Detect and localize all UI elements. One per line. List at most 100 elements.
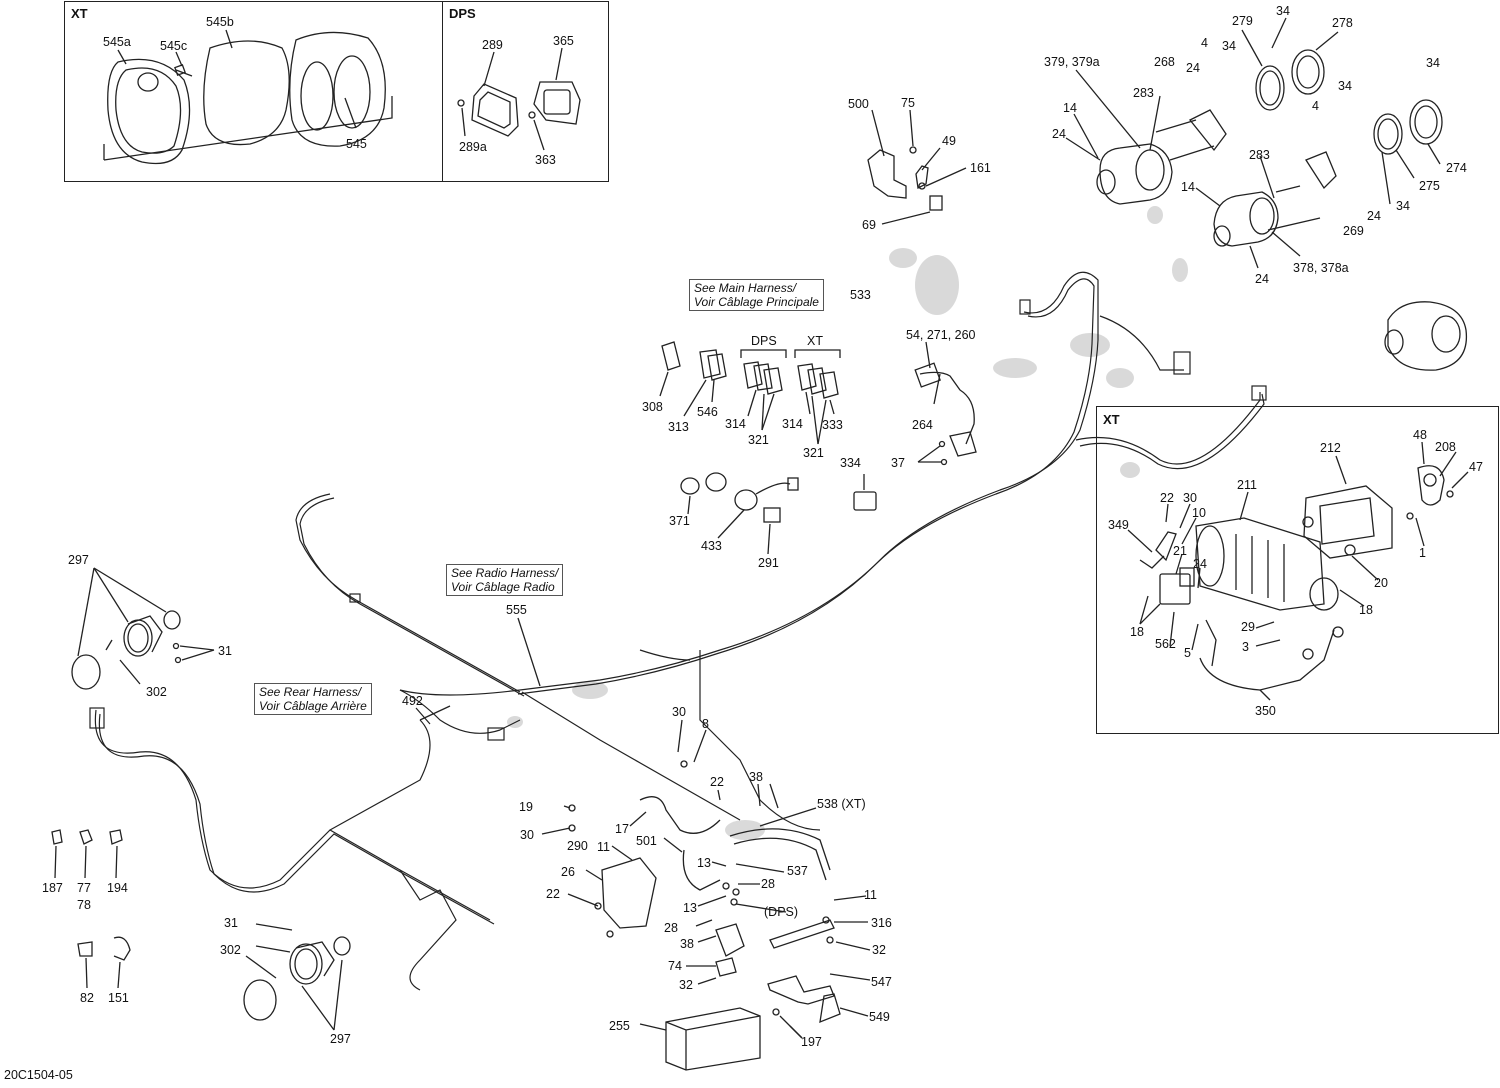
callout: 34 — [1276, 4, 1290, 18]
callout: 30 — [672, 705, 686, 719]
callout: 21 — [1173, 544, 1187, 558]
callout: 269 — [1343, 224, 1364, 238]
inset-divider — [442, 1, 443, 182]
callout: 28 — [664, 921, 678, 935]
callout: 32 — [872, 943, 886, 957]
callout: 549 — [869, 1010, 890, 1024]
callout: 268 — [1154, 55, 1175, 69]
callout: 18 — [1359, 603, 1373, 617]
callout: 26 — [561, 865, 575, 879]
callout: 255 — [609, 1019, 630, 1033]
callout: 11 — [597, 840, 610, 854]
callout: 31 — [218, 644, 232, 658]
callout: 545a — [103, 35, 131, 49]
callout: 34 — [1222, 39, 1236, 53]
callout: 302 — [220, 943, 241, 957]
callout: 54, 271, 260 — [906, 328, 976, 342]
rear-lights — [51, 567, 351, 1031]
callout: 350 — [1255, 704, 1276, 718]
callout: 279 — [1232, 14, 1253, 28]
callout: 291 — [758, 556, 779, 570]
callout: 546 — [697, 405, 718, 419]
callout: 211 — [1237, 478, 1257, 492]
callout: 545 — [346, 137, 367, 151]
inset-cluster-box — [64, 1, 609, 182]
callout: 78 — [77, 898, 91, 912]
callout: 314 — [725, 417, 746, 431]
cluster-parts — [103, 29, 581, 165]
callout: 24 — [1052, 127, 1066, 141]
callout: 47 — [1469, 460, 1483, 474]
callout: 32 — [679, 978, 693, 992]
callout: 538 (XT) — [817, 797, 866, 811]
callout: 34 — [1338, 79, 1352, 93]
figure-code: 20C1504-05 — [4, 1068, 73, 1082]
callout: 274 — [1446, 161, 1467, 175]
callout: 29 — [1241, 620, 1255, 634]
winch-xt — [1127, 441, 1469, 701]
callout: 13 — [683, 901, 697, 915]
callout: 371 — [669, 514, 690, 528]
callout: 194 — [107, 881, 128, 895]
panel-title-xt: XT — [71, 6, 88, 21]
callout: 275 — [1419, 179, 1440, 193]
rear-harness — [89, 689, 521, 991]
callout: 19 — [519, 800, 533, 814]
callout: 22 — [710, 775, 724, 789]
callout: 1 — [1419, 546, 1426, 560]
panel-title-dps: DPS — [449, 6, 476, 21]
callout: 308 — [642, 400, 663, 414]
callout: 22 — [1160, 491, 1174, 505]
callout: 297 — [330, 1032, 351, 1046]
callout: 82 — [80, 991, 94, 1005]
callout: 34 — [1426, 56, 1440, 70]
callout: 321 — [748, 433, 769, 447]
callout: 379, 379a — [1044, 55, 1100, 69]
main-harness — [295, 271, 1267, 831]
callout: 24 — [1186, 61, 1200, 75]
callout: 48 — [1413, 428, 1427, 442]
note-rear-harness: See Rear Harness/ Voir Câblage Arrière — [254, 683, 372, 715]
callout: 14 — [1181, 180, 1195, 194]
callout: 333 — [822, 418, 843, 432]
callout: 11 — [864, 888, 877, 902]
note-radio-harness: See Radio Harness/ Voir Câblage Radio — [446, 564, 564, 596]
callout: 17 — [615, 822, 629, 836]
callout: 5 — [1184, 646, 1191, 660]
group-label-dps: DPS — [751, 334, 777, 348]
panel-title-winch-xt: XT — [1103, 412, 1120, 427]
callout: 290 — [567, 839, 588, 853]
callout: 313 — [668, 420, 689, 434]
callout: 316 — [871, 916, 892, 930]
bracket-group — [867, 109, 967, 225]
callout: 212 — [1320, 441, 1341, 455]
callout: 49 — [942, 134, 956, 148]
callout: 4 — [1201, 36, 1208, 50]
callout: 74 — [668, 959, 682, 973]
callout: 500 — [848, 97, 869, 111]
callout: 492 — [402, 694, 423, 708]
callout: 283 — [1133, 86, 1154, 100]
callout: 433 — [701, 539, 722, 553]
callout: 363 — [535, 153, 556, 167]
callout: 334 — [840, 456, 861, 470]
callout: 501 — [636, 834, 657, 848]
callout: 321 — [803, 446, 824, 460]
callout: 30 — [520, 828, 534, 842]
callout: 378, 378a — [1293, 261, 1349, 275]
callout: 289a — [459, 140, 487, 154]
callout: 555 — [506, 603, 527, 617]
callout: 161 — [970, 161, 991, 175]
callout: 10 — [1192, 506, 1206, 520]
callout: (DPS) — [764, 905, 799, 919]
callout: 545b — [206, 15, 234, 29]
callout: 545c — [160, 39, 188, 53]
callout: 38 — [680, 937, 694, 951]
winch-motors-top — [1065, 17, 1468, 371]
callout: 365 — [553, 34, 574, 48]
callout: 34 — [1396, 199, 1410, 213]
callout: 537 — [787, 864, 808, 878]
callout: 297 — [68, 553, 89, 567]
callout: 314 — [782, 417, 803, 431]
